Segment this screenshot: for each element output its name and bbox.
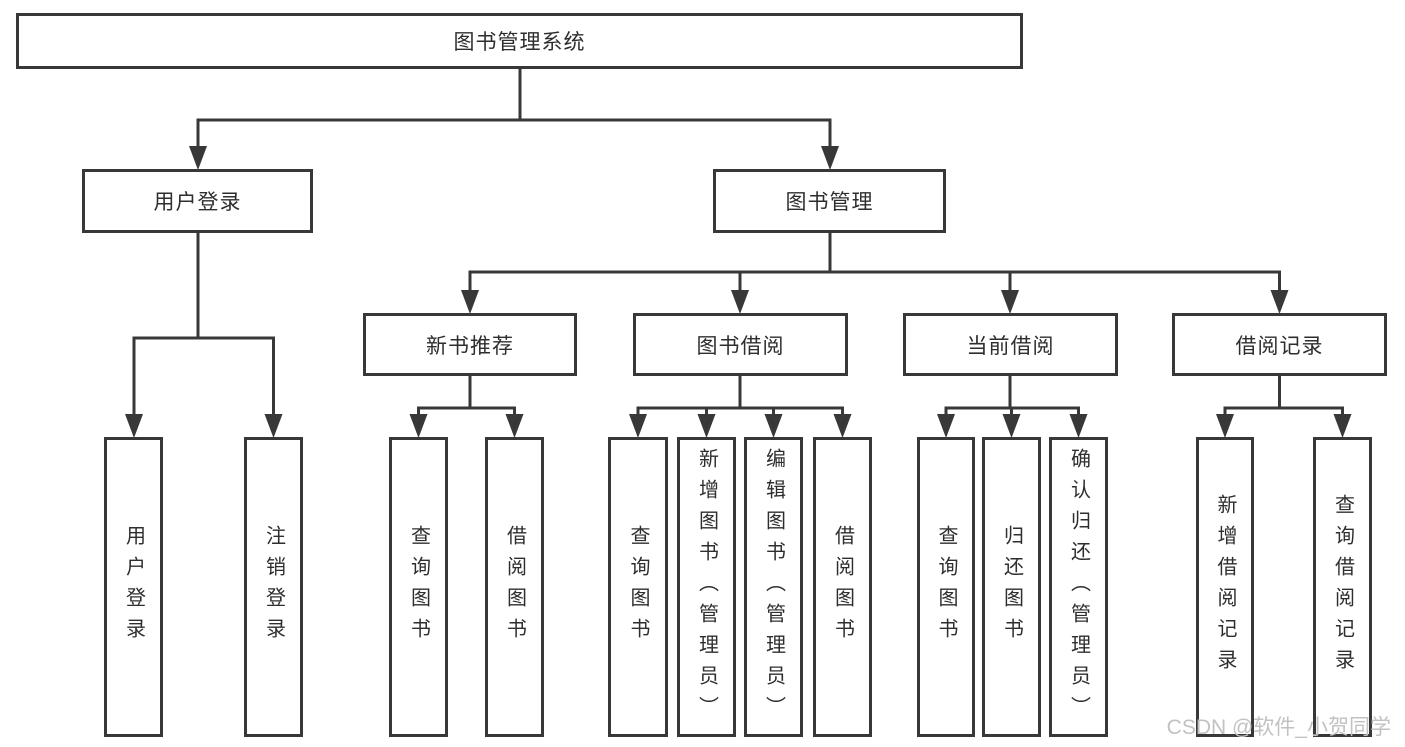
watermark-text: CSDN @软件_小贺同学 (1166, 716, 1391, 739)
edges-book-borrowing (629, 376, 852, 438)
node-book-borrowing: 图书借阅 (633, 313, 848, 376)
leaf-query-books-3-label: 查询图书 (935, 525, 957, 649)
leaf-return-books: 归还图书 (982, 437, 1041, 737)
node-book-management: 图书管理 (713, 169, 946, 233)
node-borrowing-records-label: 借阅记录 (1235, 334, 1324, 358)
leaf-query-books-1-label: 查询图书 (407, 525, 430, 649)
node-root: 图书管理系统 (16, 13, 1023, 69)
leaf-query-books-2: 查询图书 (608, 437, 668, 737)
leaf-add-borrow-record-label: 新增借阅记录 (1214, 494, 1236, 680)
edges-book-management (461, 233, 1289, 314)
leaf-borrow-books-1-label: 借阅图书 (503, 525, 526, 649)
edges-user-login (125, 233, 283, 438)
leaf-query-borrow-record: 查询借阅记录 (1313, 437, 1372, 737)
edges-current-borrowing (937, 376, 1088, 438)
leaf-borrow-books-2-label: 借阅图书 (831, 525, 854, 649)
node-new-book-recommend: 新书推荐 (363, 313, 577, 376)
leaf-add-borrow-record: 新增借阅记录 (1196, 437, 1254, 737)
leaf-query-books-1: 查询图书 (389, 437, 448, 737)
leaf-query-books-3: 查询图书 (917, 437, 975, 737)
leaf-add-book-admin-label: 新增图书（管理员） (695, 447, 718, 727)
node-book-management-label: 图书管理 (785, 191, 874, 214)
leaf-logout: 注销登录 (244, 437, 303, 737)
leaf-add-book-admin: 新增图书（管理员） (677, 437, 736, 737)
node-new-book-recommend-label: 新书推荐 (426, 334, 514, 358)
node-borrowing-records: 借阅记录 (1172, 313, 1387, 376)
node-current-borrowing: 当前借阅 (903, 313, 1118, 376)
node-current-borrowing-label: 当前借阅 (966, 334, 1055, 358)
leaf-query-borrow-record-label: 查询借阅记录 (1331, 494, 1354, 680)
leaf-return-books-label: 归还图书 (1000, 525, 1023, 649)
leaf-query-books-2-label: 查询图书 (627, 525, 649, 649)
leaf-confirm-return-admin: 确认归还（管理员） (1049, 437, 1108, 737)
node-user-login: 用户登录 (82, 169, 313, 233)
leaf-user-login: 用户登录 (104, 437, 163, 737)
edges-root (189, 69, 839, 170)
leaf-borrow-books-2: 借阅图书 (813, 437, 872, 737)
leaf-borrow-books-1: 借阅图书 (485, 437, 544, 737)
leaf-user-login-label: 用户登录 (122, 525, 145, 649)
edges-borrowing-records (1216, 376, 1352, 438)
leaf-confirm-return-admin-label: 确认归还（管理员） (1067, 447, 1090, 727)
leaf-edit-book-admin: 编辑图书（管理员） (744, 437, 803, 737)
node-user-login-label: 用户登录 (153, 191, 242, 214)
leaf-logout-label: 注销登录 (262, 525, 285, 649)
edges-new-book-recommend (409, 376, 524, 438)
node-root-label: 图书管理系统 (453, 31, 586, 54)
node-book-borrowing-label: 图书借阅 (696, 334, 785, 358)
leaf-edit-book-admin-label: 编辑图书（管理员） (762, 447, 785, 727)
